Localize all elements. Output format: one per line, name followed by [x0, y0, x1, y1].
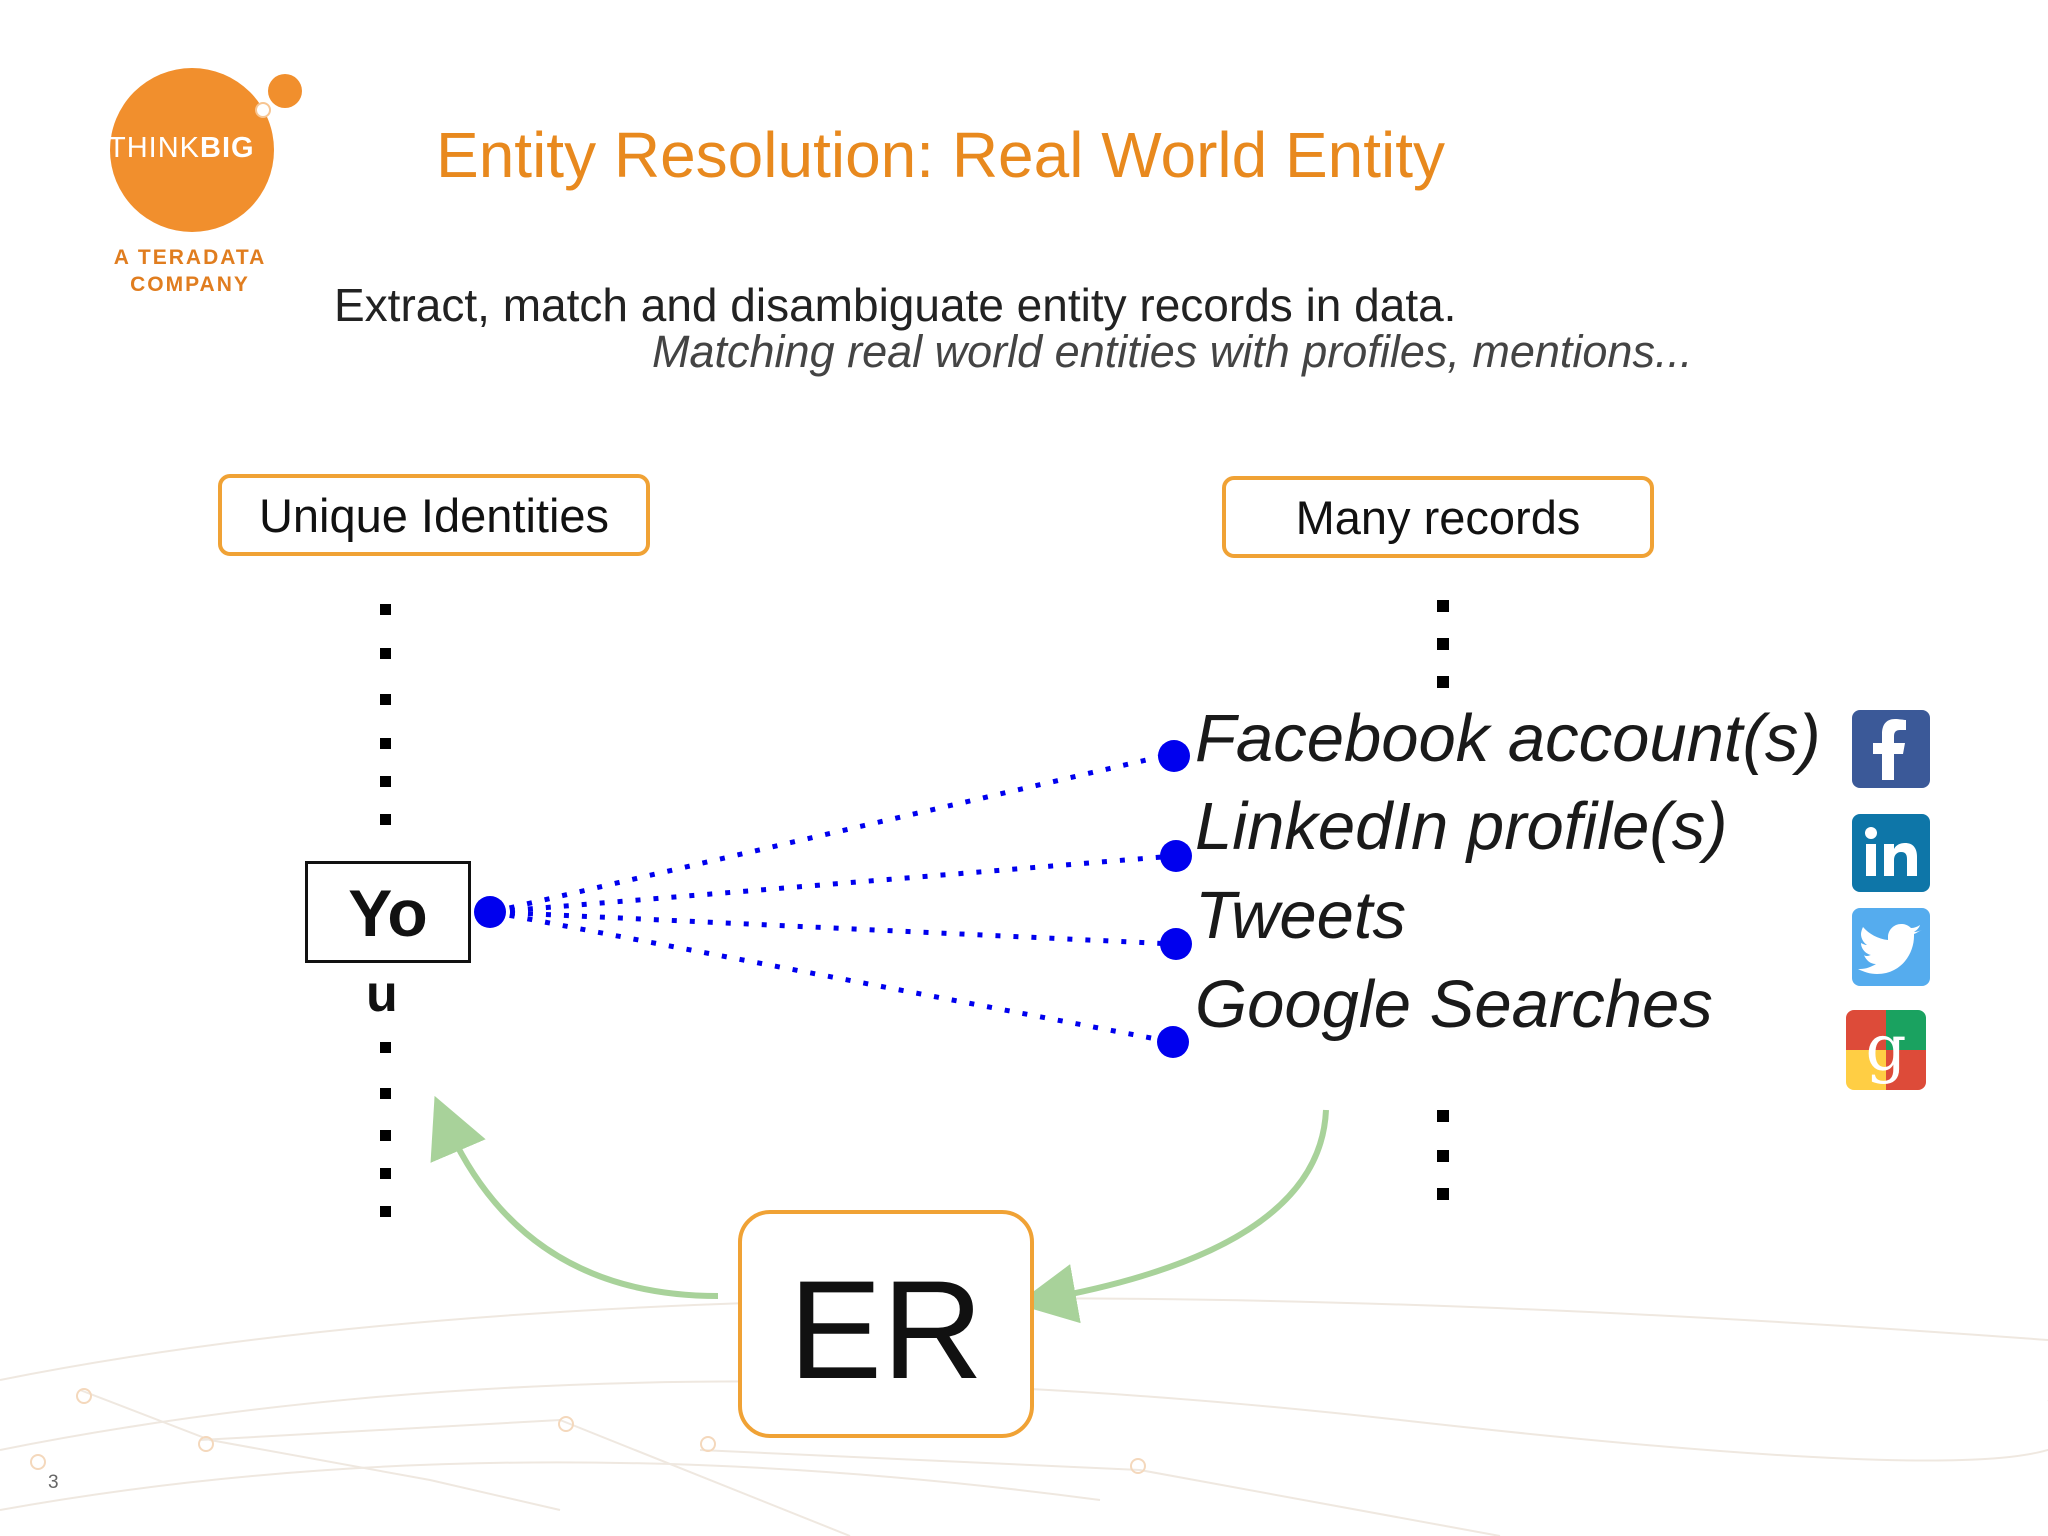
twitter-icon [1852, 908, 1930, 986]
you-node [474, 896, 506, 928]
record-node-linkedin [1160, 840, 1192, 872]
logo-dot [268, 74, 302, 108]
svg-text:g: g [1866, 1012, 1907, 1086]
er-box [738, 1210, 1034, 1438]
tagline: Matching real world entities with profil… [652, 326, 1693, 377]
arrow-er-to-identities [430, 1095, 719, 1299]
record-google: Google Searches [1195, 967, 1713, 1042]
record-linkedin: LinkedIn profile(s) [1195, 789, 1728, 864]
linkedin-icon [1852, 814, 1930, 892]
record-node-facebook [1158, 740, 1190, 772]
left-dots-top [380, 604, 391, 825]
record-tweets: Tweets [1195, 878, 1406, 953]
left-dots-bottom [380, 1042, 391, 1217]
page-title: Entity Resolution: Real World Entity [436, 119, 1446, 191]
unique-identities-box: Unique Identities [218, 474, 650, 556]
logo-ring [255, 102, 271, 118]
right-dots-bottom [1437, 1110, 1449, 1200]
subtitle: Extract, match and disambiguate entity r… [334, 279, 1457, 331]
you-label: Yo [348, 876, 428, 950]
connection-lines [491, 751, 1175, 1045]
er-label: ER [788, 1251, 984, 1408]
page-number: 3 [48, 1472, 59, 1493]
logo-circle [110, 68, 274, 232]
many-records-box: Many records [1222, 476, 1654, 558]
you-box [305, 861, 471, 963]
unique-identities-label: Unique Identities [258, 488, 610, 542]
logo-wordmark: THINKBIG [108, 132, 255, 164]
google-icon: g [1846, 1010, 1926, 1090]
right-dots-top [1437, 600, 1449, 688]
record-node-google [1157, 1026, 1189, 1058]
you-label-overflow: u [366, 965, 398, 1023]
record-node-tweets [1160, 928, 1192, 960]
many-records-label: Many records [1295, 490, 1581, 544]
facebook-icon [1852, 710, 1930, 788]
arrow-records-to-er [1016, 1109, 1329, 1324]
record-facebook: Facebook account(s) [1195, 701, 1821, 776]
logo-tagline: A TERADATA COMPANY [113, 246, 267, 296]
